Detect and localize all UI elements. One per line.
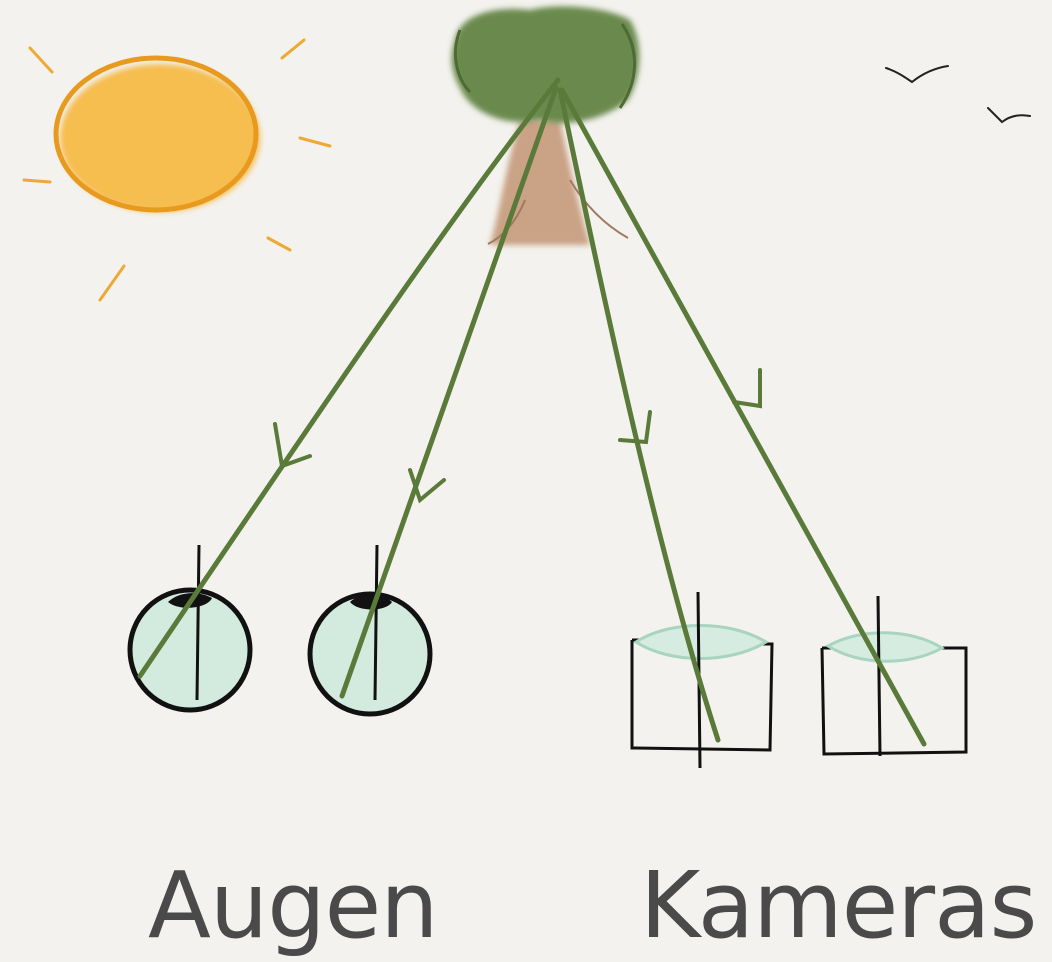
birds-icon <box>885 65 1031 124</box>
ray-left-camera <box>557 87 721 743</box>
eye-icon <box>127 544 253 713</box>
ray-right-eye <box>339 85 559 699</box>
ray-left-eye <box>137 77 561 679</box>
arrowhead-icon <box>618 410 652 445</box>
tree-icon <box>451 6 640 245</box>
ray-arrowheads <box>273 368 762 504</box>
sun-icon <box>22 38 332 302</box>
arrowhead-icon <box>408 468 446 504</box>
light-rays <box>137 77 927 747</box>
arrowhead-icon <box>273 422 312 469</box>
ray-right-camera <box>559 87 927 747</box>
arrowhead-icon <box>732 368 762 409</box>
cameras-label: Kameras <box>640 852 1037 959</box>
camera-icon <box>820 595 968 757</box>
eye-icon <box>307 544 433 717</box>
eyes-label: Augen <box>148 852 439 959</box>
